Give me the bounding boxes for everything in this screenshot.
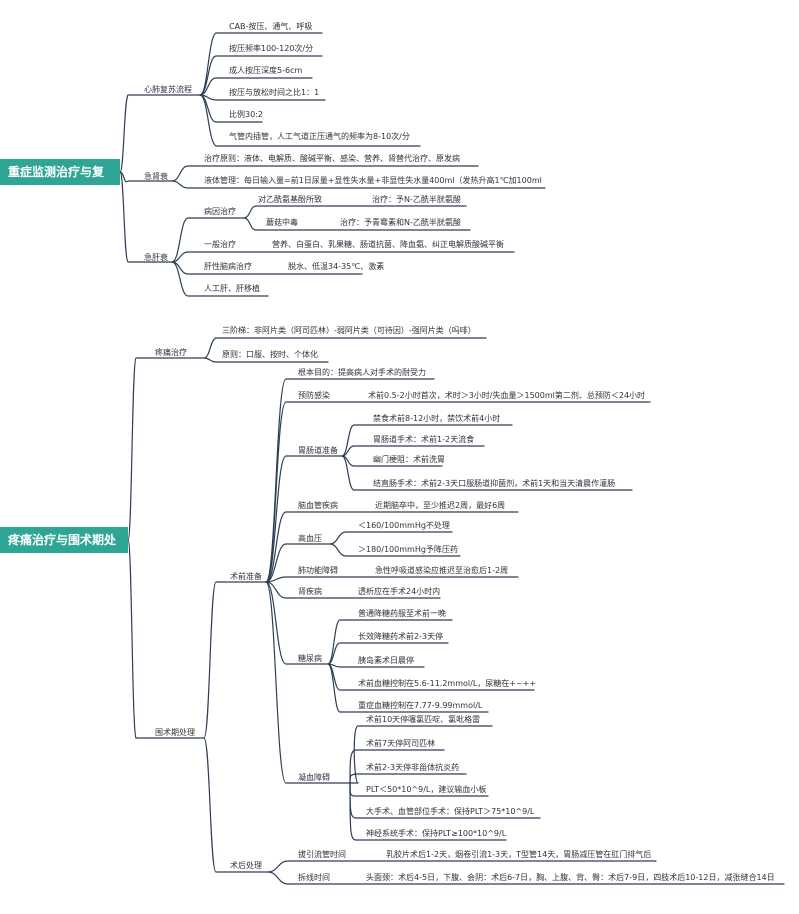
node-htn[interactable]: 高血压 — [298, 534, 322, 543]
node-drain-tx[interactable]: 乳胶片术后1-2天，烟卷引流1-3天，T型管14天，胃肠减压管在肛门排气后 — [386, 850, 652, 859]
node-dm[interactable]: 糖尿病 — [298, 654, 322, 663]
node-gi-2[interactable]: 胃肠道手术：术前1-2天流食 — [373, 435, 475, 444]
node-dm-2[interactable]: 长效降糖药术前2-3天停 — [358, 632, 444, 641]
node-kidney[interactable]: 肾疾病 — [298, 587, 322, 596]
node-periop[interactable]: 围术期处理 — [155, 728, 195, 737]
node-cpr-3[interactable]: 成人按压深度5-6cm — [229, 66, 303, 75]
node-lung-tx[interactable]: 急性呼吸道感染应推迟至治愈后1-2周 — [375, 566, 509, 575]
node-lung[interactable]: 肺功能障碍 — [298, 566, 338, 575]
node-arf-1[interactable]: 治疗原则：液体、电解质、酸碱平衡、感染、营养、肾替代治疗、原发病 — [204, 154, 460, 163]
node-arf-2[interactable]: 液体管理：每日输入量=前1日尿量+显性失水量+非显性失水量400ml（发热升高1… — [204, 176, 542, 185]
node-suture-tx[interactable]: 头面颈：术后4-5日，下腹、会阴：术后6-7日，胸、上腹、背、臀：术后7-9日，… — [366, 873, 775, 882]
node-suture[interactable]: 拆线时间 — [298, 873, 330, 882]
node-gi-3[interactable]: 幽门梗阻：术前洗胃 — [373, 455, 445, 464]
node-alf-general[interactable]: 一般治疗 — [204, 240, 236, 249]
node-coag-1[interactable]: 术前10天停噻氯匹啶、氯吡格雷 — [366, 715, 481, 724]
node-dm-1[interactable]: 普通降糖药服至术前一晚 — [358, 609, 446, 618]
node-cpr-4[interactable]: 按压与放松时间之比1：1 — [229, 88, 320, 97]
node-alf-cause[interactable]: 病因治疗 — [204, 207, 236, 216]
node-cpr[interactable]: 心肺复苏流程 — [144, 85, 192, 94]
node-coag-3[interactable]: 术前2-3天停非甾体抗炎药 — [366, 763, 460, 772]
node-cvd[interactable]: 脑血管疾病 — [298, 501, 338, 510]
node-dm-3[interactable]: 胰岛素术日晨停 — [358, 656, 414, 665]
node-alf-he[interactable]: 肝性脑病治疗 — [204, 262, 252, 271]
node-alf-he-tx[interactable]: 脱水、低温34-35℃、激素 — [288, 262, 385, 271]
root-critical-care[interactable]: 重症监测治疗与复苏 — [0, 159, 120, 205]
node-coag-2[interactable]: 术前7天停阿司匹林 — [366, 739, 436, 748]
node-alf-general-tx[interactable]: 营养、白蛋白、乳果糖、肠道抗菌、降血氨、纠正电解质酸碱平衡 — [272, 240, 504, 249]
node-preop[interactable]: 术前准备 — [230, 572, 262, 581]
node-dm-5[interactable]: 重症血糖控制在7.77-9.99mmol/L — [358, 701, 483, 710]
node-infection[interactable]: 预防感染 — [298, 391, 330, 400]
node-gi[interactable]: 胃肠道准备 — [298, 446, 338, 455]
node-postop[interactable]: 术后处理 — [230, 861, 262, 870]
node-drain[interactable]: 拔引流管时间 — [298, 850, 346, 859]
node-coag-4[interactable]: PLT＜50*10^9/L，建议输血小板 — [366, 785, 487, 794]
node-goal[interactable]: 根本目的：提高病人对手术的耐受力 — [298, 368, 426, 377]
node-pain-2[interactable]: 原则：口服、按时、个体化 — [222, 350, 318, 359]
node-alf-cause-2[interactable]: 蘑菇中毒 — [266, 218, 298, 227]
node-alf[interactable]: 急肝衰 — [144, 253, 168, 262]
node-cvd-tx[interactable]: 近期脑卒中，至少推迟2周，最好6周 — [375, 501, 506, 510]
node-arf[interactable]: 急肾衰 — [144, 172, 168, 181]
node-cpr-6[interactable]: 气管内插管，人工气道正压通气的频率为8-10次/分 — [229, 132, 410, 141]
node-cpr-1[interactable]: CAB-按压、通气、呼吸 — [229, 22, 313, 31]
node-infection-tx[interactable]: 术前0.5-2小时首次，术时＞3小时/失血量＞1500ml第二剂、总预防＜24小… — [368, 391, 646, 400]
node-alf-cause-1-tx[interactable]: 治疗：予N-乙酰半胱氨酸 — [372, 195, 461, 204]
node-htn-2[interactable]: ＞180/100mmHg予降压药 — [358, 545, 458, 554]
node-pain[interactable]: 疼痛治疗 — [155, 348, 187, 357]
node-htn-1[interactable]: ＜160/100mmHg不处理 — [358, 521, 450, 530]
node-coag[interactable]: 凝血障碍 — [298, 773, 330, 782]
node-alf-cause-2-tx[interactable]: 治疗：予青霉素和N-乙酰半胱氨酸 — [340, 218, 461, 227]
node-alf-artificial[interactable]: 人工肝、肝移植 — [204, 284, 260, 293]
node-gi-4[interactable]: 结直肠手术：术前2-3天口服肠道抑菌剂，术前1天和当天清晨作灌肠 — [373, 479, 616, 488]
node-coag-6[interactable]: 神经系统手术：保持PLT≥100*10^9/L — [366, 829, 507, 838]
node-coag-5[interactable]: 大手术、血管部位手术：保持PLT＞75*10^9/L — [366, 807, 535, 816]
root-pain-periop[interactable]: 疼痛治疗与围术期处理 — [0, 527, 128, 573]
node-cpr-5[interactable]: 比例30:2 — [229, 110, 263, 119]
node-kidney-tx[interactable]: 透析应在手术24小时内 — [358, 587, 441, 596]
node-dm-4[interactable]: 术前血糖控制在5.6-11.2mmol/L，尿糖在+~++ — [358, 679, 537, 688]
node-alf-cause-1[interactable]: 对乙酰氨基酚所致 — [258, 195, 322, 204]
node-cpr-2[interactable]: 按压频率100-120次/分 — [229, 44, 314, 53]
node-pain-1[interactable]: 三阶梯：非阿片类（阿司匹林）-弱阿片类（可待因）-强阿片类（吗啡） — [222, 326, 476, 335]
node-gi-1[interactable]: 禁食术前8-12小时，禁饮术前4小时 — [373, 414, 501, 423]
